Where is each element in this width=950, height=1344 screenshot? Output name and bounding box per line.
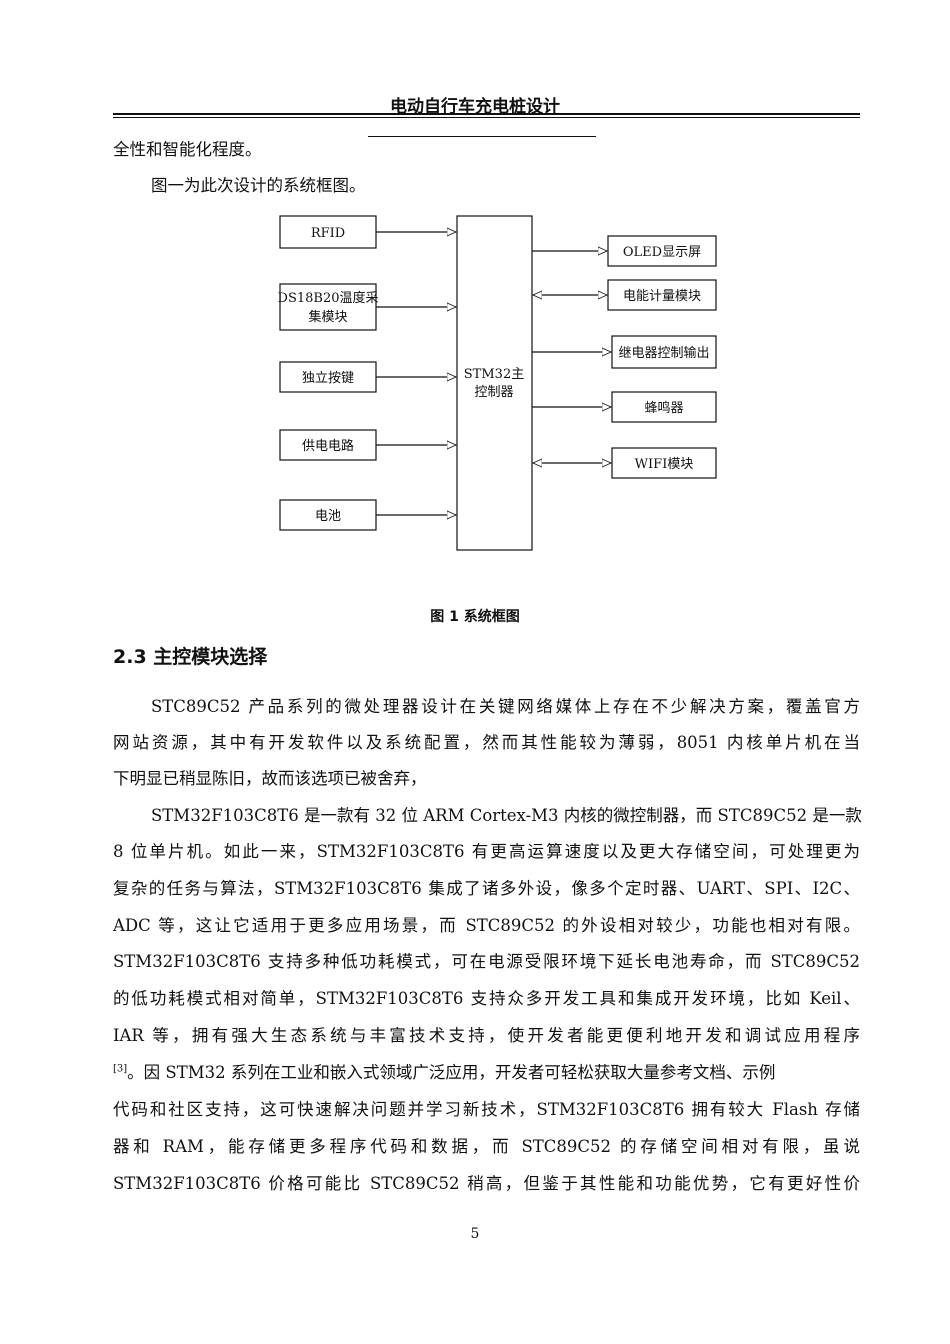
header-rule-thick	[113, 113, 860, 115]
output-energy-meter-label: 电能计量模块	[623, 289, 701, 304]
input-battery: 电池	[279, 499, 456, 531]
input-rfid: RFID	[279, 215, 456, 249]
citation-mark: [3]	[113, 1063, 128, 1075]
output-buzzer-label: 蜂鸣器	[644, 400, 683, 416]
running-header-title: 电动自行车充电桩设计	[390, 97, 560, 117]
page-number: 5	[470, 1226, 480, 1242]
intro-line-1: 全性和智能化程度。	[113, 140, 262, 159]
paragraph2-line-5: STM32F103C8T6 支持多种低功耗模式，可在电源受限环境下延长电池寿命，…	[113, 952, 860, 971]
input-battery-label: 电池	[315, 509, 341, 524]
input-button-label: 独立按键	[302, 371, 354, 386]
output-oled: OLED显示屏	[532, 235, 717, 267]
input-rfid-label: RFID	[311, 226, 345, 241]
paragraph2-line-2: 8 位单片机。如此一来，STM32F103C8T6 有更高运算速度以及更大存储空…	[113, 842, 860, 861]
output-relay-label: 继电器控制输出	[618, 345, 709, 361]
input-power-circuit: 供电电路	[279, 429, 456, 461]
paragraph2-line-1: STM32F103C8T6 是一款有 32 位 ARM Cortex-M3 内核…	[151, 806, 862, 825]
output-buzzer: 蜂鸣器	[532, 391, 717, 423]
input-ds18b20-label-line1: DS18B20温度采	[278, 290, 379, 306]
paragraph2-line-10: 器和 RAM，能存储更多程序代码和数据，而 STC89C52 的存储空间相对有限…	[113, 1137, 860, 1156]
figure-caption: 图 1 系统框图	[430, 609, 520, 625]
paragraph2-line-9: 代码和社区支持，这可快速解决问题并学习新技术，STM32F103C8T6 拥有较…	[113, 1100, 860, 1119]
output-oled-label: OLED显示屏	[623, 245, 701, 260]
center-label-line1: STM32主	[464, 367, 524, 382]
system-block-diagram: STM32主 控制器 RFID DS18B20温度采 集模块 独立按键 供电电路…	[278, 215, 717, 551]
paragraph1-line-2: 网站资源，其中有开发软件以及系统配置，然而其性能较为薄弱，8051 内核单片机在…	[113, 733, 860, 752]
output-relay: 继电器控制输出	[532, 335, 717, 369]
paragraph1-line-1: STC89C52 产品系列的微处理器设计在关键网络媒体上存在不少解决方案，覆盖官…	[151, 697, 860, 716]
paragraph2-line-7: IAR 等，拥有强大生态系统与丰富技术支持，使开发者能更便利地开发和调试应用程序	[113, 1026, 860, 1045]
input-power-circuit-label: 供电电路	[302, 438, 354, 454]
paragraph2-line-8: [3]。因 STM32 系列在工业和嵌入式领域广泛应用，开发者可轻松获取大量参考…	[113, 1063, 860, 1083]
input-ds18b20: DS18B20温度采 集模块	[278, 283, 456, 331]
center-controller-box	[456, 215, 533, 551]
header-rule-short	[368, 136, 596, 137]
paragraph2-line-3: 复杂的任务与算法，STM32F103C8T6 集成了诸多外设，像多个定时器、UA…	[113, 879, 860, 898]
header-rule-thin	[113, 117, 860, 118]
paragraph2-line-11: STM32F103C8T6 价格可能比 STC89C52 稍高，但鉴于其性能和功…	[113, 1174, 860, 1193]
output-wifi: WIFI模块	[533, 447, 717, 479]
output-energy-meter: 电能计量模块	[533, 279, 717, 311]
paragraph2-line-8-text: 。因 STM32 系列在工业和嵌入式领域广泛应用，开发者可轻松获取大量参考文档、…	[127, 1063, 776, 1082]
output-wifi-label: WIFI模块	[635, 457, 694, 472]
paragraph2-line-6: 的低功耗模式相对简单，STM32F103C8T6 支持众多开发工具和集成开发环境…	[113, 989, 860, 1008]
paragraph2-line-4: ADC 等，这让它适用于更多应用场景，而 STC89C52 的外设相对较少，功能…	[113, 916, 860, 935]
center-label-line2: 控制器	[474, 385, 513, 400]
input-ds18b20-label-line2: 集模块	[308, 309, 347, 325]
paragraph1-line-3: 下明显已稍显陈旧，故而该选项已被舍弃，	[113, 769, 427, 788]
input-button: 独立按键	[279, 361, 456, 393]
section-title: 2.3 主控模块选择	[113, 646, 268, 668]
intro-line-2: 图一为此次设计的系统框图。	[151, 176, 366, 195]
